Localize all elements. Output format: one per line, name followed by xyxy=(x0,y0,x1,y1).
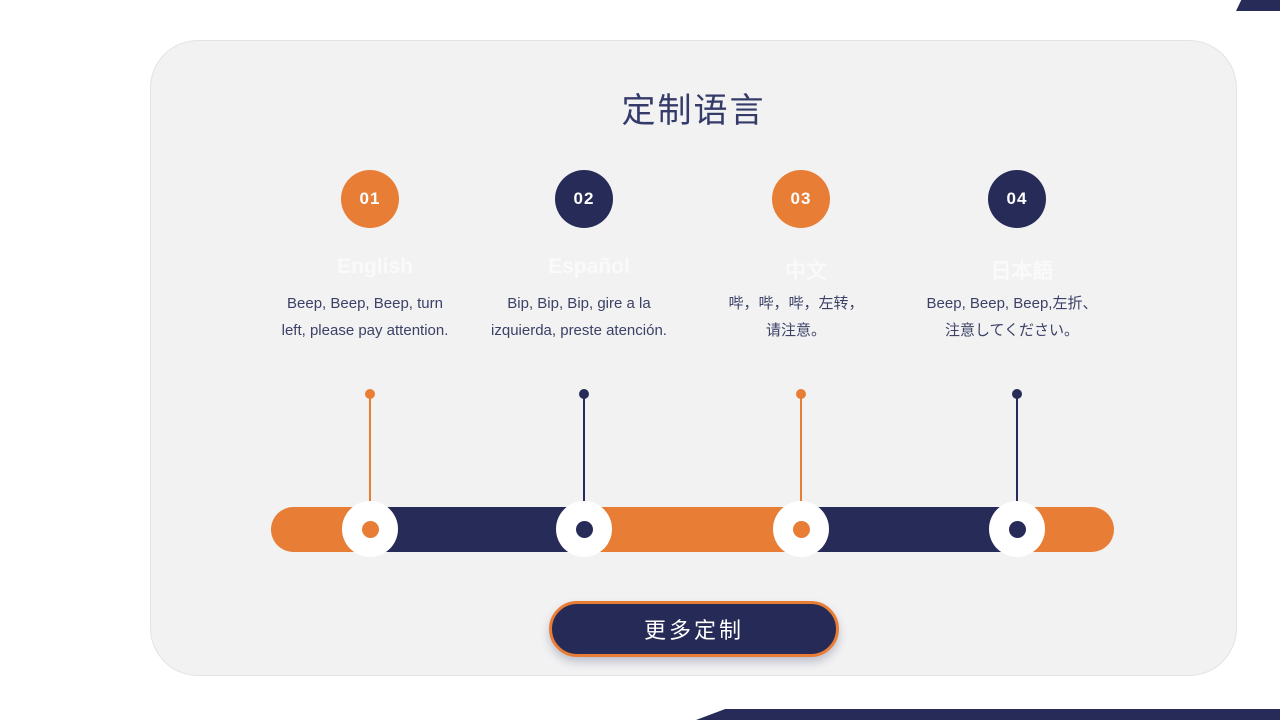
step-2-number-badge: 02 xyxy=(555,170,613,228)
language-customization-card: 定制语言 01 English Beep, Beep, Beep, turn l… xyxy=(150,40,1237,676)
step-3-description-line-1: 哔，哔，哔，左转， xyxy=(728,295,864,312)
timeline-stem-1 xyxy=(365,389,375,529)
step-4-number: 04 xyxy=(1006,189,1028,208)
stem-dot-3 xyxy=(796,389,806,399)
timeline-stem-2 xyxy=(579,389,589,529)
timeline-node-dot-3 xyxy=(792,520,810,538)
step-1-number-badge: 01 xyxy=(341,170,399,228)
step-3-language-heading: 中文 xyxy=(785,260,827,283)
step-2-description: Bip, Bip, Bip, gire a la izquierda, pres… xyxy=(474,290,684,344)
step-4-description-line-1: Beep, Beep, Beep,左折、 xyxy=(926,295,1098,312)
stem-dot-2 xyxy=(579,389,589,399)
timeline-node-dot-2 xyxy=(575,520,593,538)
step-1-description-line-1: Beep, Beep, Beep, turn xyxy=(287,295,443,312)
timeline-node-dot-1 xyxy=(361,520,379,538)
step-3-description-line-2: 请注意。 xyxy=(765,322,826,339)
step-2-number: 02 xyxy=(573,189,595,208)
timeline-node-dot-4 xyxy=(1008,520,1026,538)
step-4-description: Beep, Beep, Beep,左折、 注意してください。 xyxy=(907,290,1117,344)
more-customization-button[interactable]: 更多定制 xyxy=(549,601,839,657)
timeline-node-1 xyxy=(342,501,398,557)
step-1-number: 01 xyxy=(359,189,381,208)
decor-top-right-bar xyxy=(1236,0,1280,11)
timeline-bar xyxy=(271,507,1114,552)
timeline-stem-3 xyxy=(796,389,806,529)
timeline-node-3 xyxy=(773,501,829,557)
section-title: 定制语言 xyxy=(621,92,766,130)
step-4-description-line-2: 注意してください。 xyxy=(944,322,1080,339)
step-3-number-badge: 03 xyxy=(772,170,830,228)
timeline-stem-4 xyxy=(1012,389,1022,529)
step-4-language-heading: 日本語 xyxy=(990,260,1054,283)
stem-dot-4 xyxy=(1012,389,1022,399)
stem-dot-1 xyxy=(365,389,375,399)
step-2-description-line-2: izquierda, preste atención. xyxy=(491,322,667,339)
timeline-node-2 xyxy=(556,501,612,557)
step-2-description-line-1: Bip, Bip, Bip, gire a la xyxy=(507,295,651,312)
timeline-navy-segment-1 xyxy=(369,507,584,552)
step-4-number-badge: 04 xyxy=(988,170,1046,228)
step-2-language-heading: Español xyxy=(548,255,630,278)
decor-bottom-bar xyxy=(696,709,1280,720)
step-3-number: 03 xyxy=(790,189,812,208)
step-1-description: Beep, Beep, Beep, turn left, please pay … xyxy=(260,290,470,344)
timeline-navy-segment-2 xyxy=(801,507,1017,552)
step-1-language-heading: English xyxy=(337,255,413,278)
step-1-description-line-2: left, please pay attention. xyxy=(281,322,449,339)
timeline-node-4 xyxy=(989,501,1045,557)
step-3-description: 哔，哔，哔，左转， 请注意。 xyxy=(691,290,901,344)
